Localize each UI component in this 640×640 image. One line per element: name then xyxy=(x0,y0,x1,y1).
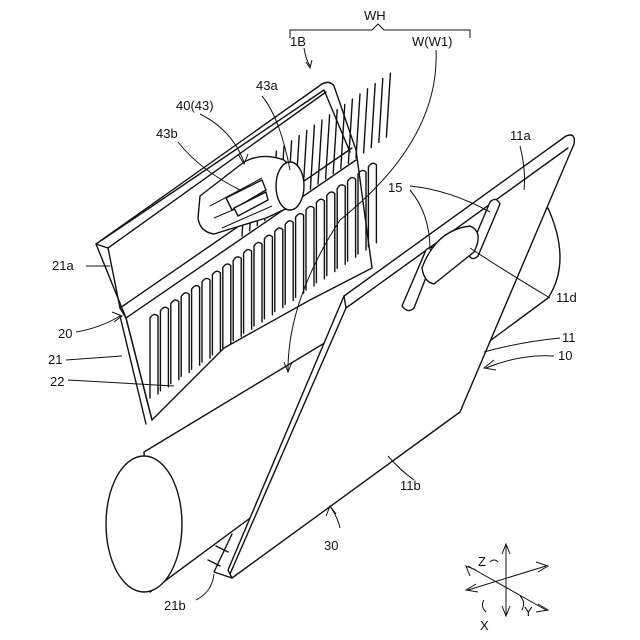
label-21: 21 xyxy=(48,352,62,367)
label-1b: 1B xyxy=(290,34,306,49)
fin-upper xyxy=(371,84,375,148)
label-43a: 43a xyxy=(256,78,278,93)
label-30: 30 xyxy=(324,538,338,553)
label-10: 10 xyxy=(558,348,572,363)
label-40-43: 40(43) xyxy=(176,98,214,113)
label-21b: 21b xyxy=(164,598,186,613)
fin-upper xyxy=(364,89,368,153)
axis-indicator: Z X Y xyxy=(466,544,548,633)
label-15: 15 xyxy=(388,180,402,195)
leader-10 xyxy=(486,356,554,368)
leader-21b xyxy=(196,574,214,600)
axis-y-label: Y xyxy=(524,604,533,619)
leader-11 xyxy=(484,338,560,352)
leader-30 xyxy=(330,506,340,528)
fin-upper xyxy=(379,78,383,142)
leader-1b xyxy=(304,48,312,68)
label-11a: 11a xyxy=(510,128,531,143)
fin-upper xyxy=(386,73,390,137)
axis-z-label: Z xyxy=(478,554,486,569)
label-43b: 43b xyxy=(156,126,178,141)
axis-x-label: X xyxy=(480,618,489,633)
label-21a: 21a xyxy=(52,258,74,273)
label-w-w1: W(W1) xyxy=(412,34,452,49)
label-11d: 11d xyxy=(556,290,577,305)
label-11b: 11b xyxy=(400,478,421,493)
leader-20 xyxy=(76,316,120,332)
label-22: 22 xyxy=(50,374,64,389)
label-wh: WH xyxy=(364,8,386,23)
leader-21 xyxy=(66,356,122,360)
label-20: 20 xyxy=(58,326,72,341)
fin-upper xyxy=(356,94,360,158)
label-11: 11 xyxy=(562,330,576,345)
fin xyxy=(368,163,376,247)
